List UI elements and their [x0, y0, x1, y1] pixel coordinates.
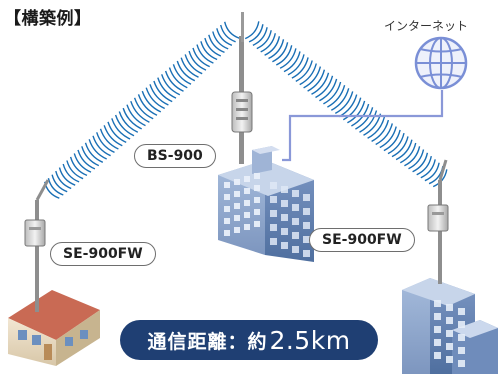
- internet-label: インターネット: [384, 19, 469, 33]
- radio-wave-right: [244, 21, 448, 188]
- diagram-title: 【構築例】: [4, 9, 92, 29]
- base-station-mast: [231, 12, 253, 164]
- house-left: [8, 290, 100, 366]
- client-left-label: SE-900FW: [50, 242, 156, 266]
- client-mast-right: [427, 159, 449, 284]
- base-station-label: BS-900: [134, 144, 216, 168]
- office-building-center: [218, 146, 314, 262]
- client-right-label: SE-900FW: [309, 228, 415, 252]
- internet-connection-line: [282, 90, 444, 162]
- client-mast-left: [24, 179, 50, 312]
- distance-value: 2.5km: [269, 325, 351, 355]
- distance-badge: 通信距離：約 2.5km: [120, 320, 378, 360]
- office-building-right: [402, 278, 498, 374]
- distance-label: 通信距離：約: [147, 330, 268, 353]
- globe-icon: [414, 36, 468, 90]
- radio-wave-left: [44, 21, 240, 199]
